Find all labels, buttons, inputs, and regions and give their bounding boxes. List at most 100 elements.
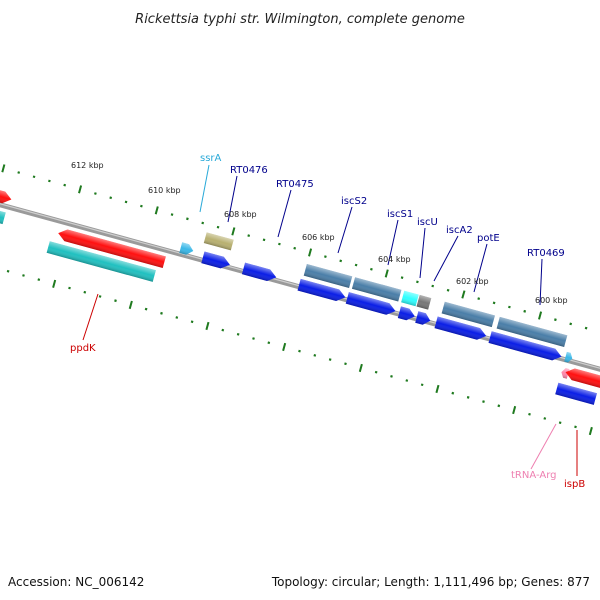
leader-line <box>433 235 459 282</box>
iscu-arrow <box>397 306 415 321</box>
ispb-blue-box <box>555 382 597 405</box>
leader-line <box>387 219 399 266</box>
pote-arrow <box>434 316 487 340</box>
gene-label-ppdk: ppdK <box>70 343 96 354</box>
tick-mark-inner <box>328 358 332 361</box>
tick-mark-inner <box>344 362 347 366</box>
tick-mark-inner <box>588 426 593 436</box>
tick-mark-inner <box>451 391 455 395</box>
leader-line <box>199 164 210 213</box>
tick-mark-outer <box>231 227 236 236</box>
tick-mark-outer <box>446 288 450 292</box>
rt0476-khaki-box <box>203 232 234 251</box>
tick-mark-outer <box>32 175 36 179</box>
tick-mark-outer <box>94 192 97 195</box>
tick-mark-inner <box>37 278 41 282</box>
pote-steel-box <box>441 301 495 328</box>
iscs2-arrow <box>297 278 346 302</box>
tick-mark-inner <box>144 307 148 311</box>
tick-label-604kbp: 604 kbp <box>378 255 411 264</box>
tick-label-600kbp: 600 kbp <box>535 296 568 305</box>
tick-mark-outer <box>354 263 358 267</box>
tick-mark-inner <box>543 417 547 420</box>
tick-mark-inner <box>420 383 424 387</box>
tick-mark-inner <box>497 404 501 408</box>
tick-mark-outer <box>461 290 466 299</box>
tick-mark-outer <box>293 246 297 250</box>
tick-mark-inner <box>221 328 225 332</box>
tick-mark-outer <box>109 196 113 200</box>
tick-mark-outer <box>339 259 343 263</box>
leader-line <box>82 293 99 341</box>
feature-layer <box>0 183 600 405</box>
gene-label-ispb: ispB <box>564 479 585 490</box>
gene-label-trna-arg: tRNA-Arg <box>511 470 556 481</box>
tick-mark-outer <box>538 311 543 320</box>
tick-mark-inner <box>466 396 470 399</box>
leader-line <box>337 206 353 254</box>
tick-mark-inner <box>512 405 517 415</box>
tick-label-layer: 612 kbp 610 kbp 608 kbp 606 kbp 604 kbp … <box>71 161 568 305</box>
tick-mark-outer <box>416 280 419 284</box>
tick-mark-outer <box>384 269 389 278</box>
tick-mark-outer <box>1 164 6 173</box>
tick-mark-inner <box>160 311 163 315</box>
tick-label-608kbp: 608 kbp <box>224 210 257 219</box>
leader-line <box>419 227 426 279</box>
tick-mark-inner <box>6 269 10 273</box>
tick-mark-inner <box>205 321 210 331</box>
trna-arg-arrow <box>561 368 570 379</box>
tick-mark-inner <box>190 320 194 324</box>
label-layer <box>82 164 578 476</box>
tick-mark-outer <box>400 276 404 280</box>
gene-label-rt0475: RT0475 <box>276 179 314 190</box>
leader-line <box>277 189 292 238</box>
gene-label-iscs1: iscS1 <box>387 209 413 220</box>
tick-mark-outer <box>569 322 573 326</box>
tick-mark-outer <box>154 206 159 215</box>
tick-mark-inner <box>298 349 301 353</box>
tick-mark-outer <box>247 234 251 238</box>
tick-mark-inner <box>574 425 577 429</box>
tick-mark-inner <box>282 342 287 352</box>
ppdk-arrow <box>58 229 166 269</box>
gene-label-pote: potE <box>477 233 500 244</box>
leader-line <box>227 175 238 223</box>
tick-mark-outer <box>508 305 511 309</box>
tick-mark-inner <box>267 341 271 345</box>
rt0469-steel-box <box>496 316 568 347</box>
tick-mark-outer <box>17 171 21 174</box>
ssra-feature <box>179 242 194 255</box>
tick-mark-outer <box>324 255 327 259</box>
tick-mark-outer <box>63 183 67 187</box>
tick-layer <box>1 164 593 436</box>
small-light-blue-arrow <box>564 351 573 363</box>
tick-mark-inner <box>358 363 363 373</box>
tick-mark-outer <box>584 326 588 330</box>
leader-line <box>539 258 543 306</box>
iscs2-steel-box <box>303 264 353 288</box>
gene-label-rt0469: RT0469 <box>527 248 565 259</box>
tick-label-612kbp: 612 kbp <box>71 161 104 170</box>
gene-label-iscs2: iscS2 <box>341 196 367 207</box>
tick-mark-inner <box>175 316 179 319</box>
tick-mark-outer <box>216 225 220 229</box>
gene-label-ssra: ssrA <box>200 153 222 164</box>
map-title: Rickettsia typhi str. Wilmington, comple… <box>135 12 465 27</box>
tick-mark-outer <box>201 221 205 225</box>
tick-mark-inner <box>114 299 117 303</box>
gene-text-layer: ssrA RT0476 RT0475 iscS2 iscS1 iscU iscA… <box>70 153 585 490</box>
topology-summary: Topology: circular; Length: 1,111,496 bp… <box>271 575 590 589</box>
tick-mark-inner <box>405 379 409 382</box>
gene-label-rt0476: RT0476 <box>230 165 268 176</box>
tick-mark-inner <box>374 370 378 374</box>
tick-mark-outer <box>554 318 557 322</box>
iscs1-arrow <box>345 292 396 315</box>
accession-text: Accession: NC_006142 <box>8 575 144 589</box>
tick-mark-outer <box>370 267 373 271</box>
iscs1-steel-box <box>351 277 402 302</box>
tick-mark-inner <box>390 374 393 378</box>
grey-box <box>416 294 432 310</box>
tick-mark-outer <box>431 284 435 288</box>
